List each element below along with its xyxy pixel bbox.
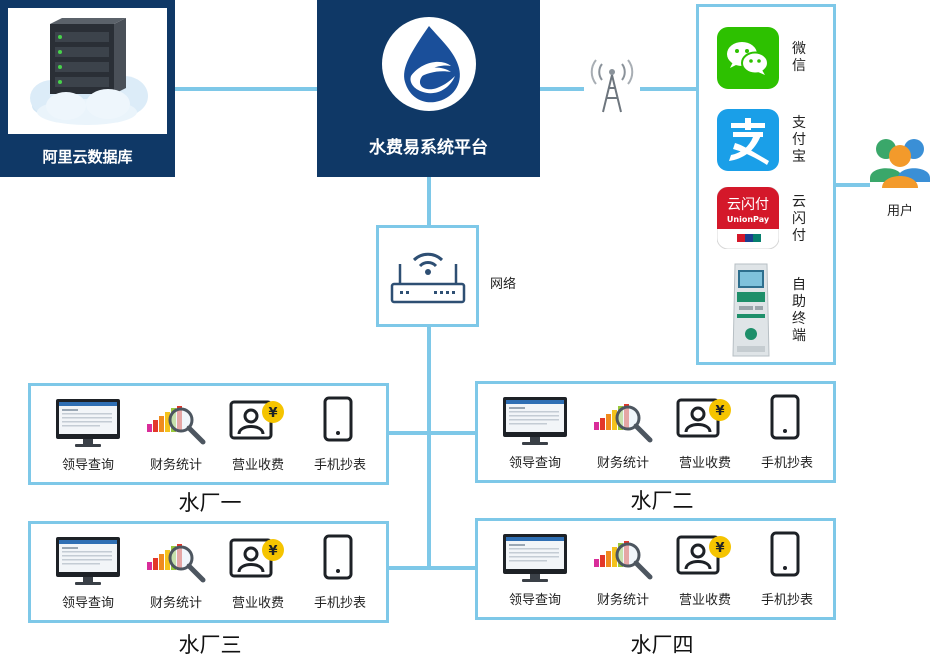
chart-magnifier-icon [594, 404, 653, 443]
module-label-billing: 营业收费 [678, 593, 731, 608]
plant-title-3: 水厂三 [178, 633, 242, 657]
platform-box: 水费易系统平台 [317, 0, 540, 177]
monitor-icon [503, 397, 567, 445]
plant-title-4: 水厂四 [630, 633, 694, 657]
platform-label: 水费易系统平台 [369, 138, 488, 158]
plant-box-3: ¥ 领导查询 财务统计 营业收费 手机抄表 [28, 521, 389, 623]
svg-text:¥: ¥ [268, 406, 277, 421]
connector-platform-antenna [538, 87, 584, 91]
connector-antenna-payments [640, 87, 698, 91]
connector-branch-bottom [386, 566, 477, 570]
module-label-billing: 营业收费 [231, 596, 284, 611]
plant-box-4: ¥ 领导查询 财务统计 营业收费 手机抄表 [475, 518, 836, 620]
module-label-leader-query: 领导查询 [508, 593, 561, 608]
cashier-icon: ¥ [676, 535, 731, 575]
wechat-icon[interactable] [717, 27, 779, 89]
svg-text:UnionPay: UnionPay [727, 215, 770, 224]
alipay-label: 支付宝 [792, 115, 806, 165]
module-label-mobile-reading: 手机抄表 [760, 456, 813, 471]
plant-title-2: 水厂二 [630, 489, 694, 513]
svg-text:云闪付: 云闪付 [727, 197, 769, 213]
monitor-icon [503, 534, 567, 582]
unionpay-icon[interactable]: 云闪付 UnionPay [717, 187, 779, 249]
payments-box: 微信 支付宝 云闪付 UnionPay 云闪付 自助终端 [696, 4, 836, 365]
chart-magnifier-icon [147, 544, 206, 583]
monitor-icon [56, 537, 120, 585]
cashier-icon: ¥ [229, 538, 284, 578]
monitor-icon [56, 399, 120, 447]
connector-branch-top [386, 431, 477, 435]
module-label-mobile-reading: 手机抄表 [313, 596, 366, 611]
cloud-server-icon [30, 18, 148, 125]
plant-box-1: ¥ 领导查询 财务统计 营业收费 手机抄表 [28, 383, 389, 485]
connector-platform-network [427, 175, 431, 227]
module-label-billing: 营业收费 [678, 456, 731, 471]
cashier-icon: ¥ [229, 400, 284, 440]
kiosk-icon[interactable] [729, 262, 773, 358]
network-label: 网络 [490, 277, 517, 292]
module-label-finance-stats: 财务统计 [149, 596, 202, 611]
module-label-billing: 营业收费 [231, 458, 284, 473]
module-label-leader-query: 领导查询 [508, 456, 561, 471]
connector-network-trunk [427, 325, 431, 570]
user-group-icon [870, 139, 930, 188]
connector-payments-user [834, 183, 870, 187]
wechat-label: 微信 [792, 41, 806, 74]
module-label-mobile-reading: 手机抄表 [760, 593, 813, 608]
connector-db-platform [173, 87, 319, 91]
plant-box-2: ¥ 领导查询 财务统计 营业收费 手机抄表 [475, 381, 836, 483]
module-label-leader-query: 领导查询 [61, 596, 114, 611]
phone-icon [770, 394, 800, 440]
cloud-db-label: 阿里云数据库 [42, 148, 133, 166]
cashier-icon: ¥ [676, 398, 731, 438]
plant-title-1: 水厂一 [178, 491, 242, 515]
platform-logo-icon [382, 17, 476, 111]
module-label-leader-query: 领导查询 [61, 458, 114, 473]
module-label-finance-stats: 财务统计 [596, 593, 649, 608]
chart-magnifier-icon [147, 406, 206, 445]
antenna-icon [590, 59, 634, 113]
svg-text:¥: ¥ [715, 541, 724, 556]
phone-icon [323, 534, 353, 580]
module-label-finance-stats: 财务统计 [596, 456, 649, 471]
router-icon [390, 252, 466, 304]
cloud-db-box: 阿里云数据库 [0, 0, 175, 177]
kiosk-label: 自助终端 [792, 277, 806, 344]
module-label-mobile-reading: 手机抄表 [313, 458, 366, 473]
alipay-icon[interactable] [717, 109, 779, 171]
user-label: 用户 [886, 204, 913, 219]
module-label-finance-stats: 财务统计 [149, 458, 202, 473]
chart-magnifier-icon [594, 541, 653, 580]
network-box [376, 225, 479, 327]
svg-text:¥: ¥ [715, 404, 724, 419]
unionpay-label: 云闪付 [792, 194, 806, 244]
phone-icon [323, 396, 353, 442]
svg-text:¥: ¥ [268, 544, 277, 559]
phone-icon [770, 531, 800, 577]
